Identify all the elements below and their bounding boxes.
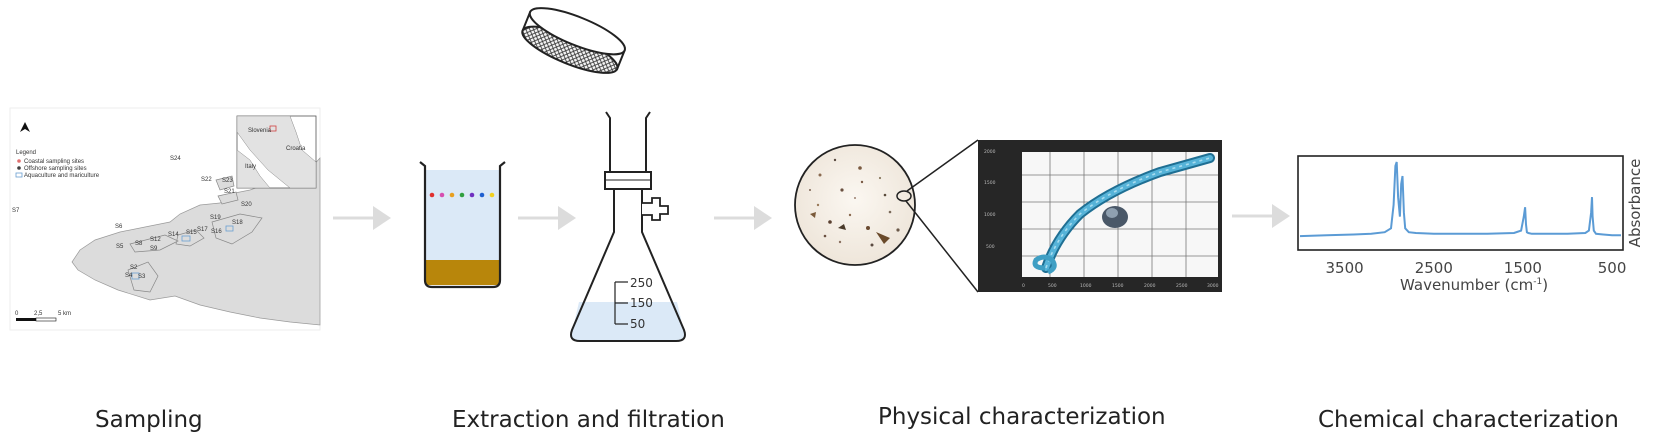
micro-x-tick: 2500 [1176,283,1188,289]
microparticle-dots [429,192,495,198]
micro-x-tick: 2000 [1144,283,1156,289]
aquaculture-area [131,272,140,280]
sediment-layer [425,260,500,285]
map-island [129,234,179,253]
micro-y-tick: 500 [986,244,995,250]
filtration-flask: 250 150 50 [570,111,686,342]
site-label: S12 [150,237,161,243]
micro-y-tick: 1500 [984,180,996,186]
micrograph-panel: 2000 1500 1000 500 0 500 1000 1500 2000 … [978,140,1222,292]
site-label: S14 [168,232,179,238]
sampling-map: Slovenia Croatia Italy Legend Coastal sa… [9,107,321,331]
site-label: S20 [241,202,252,208]
filter-paper-zoom [794,139,979,293]
site-label: S16 [211,229,222,235]
flask-graduation: 250 [630,276,653,290]
legend-item: Aquaculture and mariculture [24,173,100,179]
filter-disc [521,7,626,74]
aquaculture-area [225,225,234,232]
stage-label-chemical: Chemical characterization [1318,407,1619,433]
map-legend: Legend Coastal sampling sites Offshore s… [15,150,100,179]
site-label: S8 [135,241,143,247]
site-label: S18 [232,220,243,226]
site-label: S4 [125,273,133,279]
spectrum-line [1299,161,1621,238]
site-label: S22 [201,177,212,183]
site-label: S19 [210,215,221,221]
particle-specks [809,158,900,247]
legend-title: Legend [16,150,36,156]
map-scale-bar: 0 2,5 5 km [15,311,71,322]
flask-graduation: 50 [630,317,645,331]
scale-label: 5 km [58,311,71,317]
svg-text:Italy: Italy [245,164,256,170]
map-island [215,175,235,191]
site-label: S5 [116,244,124,250]
north-arrow-icon [20,122,30,132]
site-label: S6 [115,224,123,230]
site-label: S17 [197,227,208,233]
site-labels: S24 S22 S23 S21 S20 S19 S18 S17 S16 S15 … [12,156,252,280]
legend-item: Coastal sampling sites [24,159,84,165]
micro-x-tick: 3000 [1207,283,1219,289]
spectrum-xlabel: Wavenumber (cm-1) [1400,276,1548,294]
inset-map: Slovenia Croatia Italy [236,115,317,189]
svg-text:Croatia: Croatia [286,146,306,152]
micrograph-x-ticks: 0 500 1000 1500 2000 2500 3000 [1022,283,1219,289]
site-label: S15 [186,230,197,236]
site-label: S2 [130,265,138,271]
map-island-large [211,213,263,245]
stage-label-extraction: Extraction and filtration [452,407,725,433]
scale-label: 2,5 [34,311,43,317]
micrograph-y-ticks: 2000 1500 1000 500 [984,149,996,250]
micro-y-tick: 1000 [984,212,996,218]
map-island [127,261,159,293]
beaker [419,161,506,289]
aquaculture-area [181,235,191,242]
fiber-loop [1032,254,1057,275]
stage-label-sampling: Sampling [95,407,203,433]
micro-x-tick: 500 [1048,283,1057,289]
spectrum-x-ticks: 3500 2500 1500 500 [1326,259,1627,277]
flask-graduation: 150 [630,296,653,310]
spectrum-x-tick: 500 [1598,259,1627,277]
ftir-spectrum: 3500 2500 1500 500 Wavenumber (cm-1) Absorb… [1297,155,1644,294]
spectrum-x-tick: 2500 [1415,259,1453,277]
spectrum-x-tick: 1500 [1504,259,1542,277]
site-label: S9 [150,246,158,252]
site-label: S3 [138,274,146,280]
micro-x-tick: 1000 [1080,283,1092,289]
spectrum-ylabel: Absorbance [1626,159,1644,248]
site-label: S21 [224,189,235,195]
micro-x-tick: 0 [1022,283,1025,289]
stage-label-physical: Physical characterization [878,404,1166,430]
site-label: S23 [222,178,233,184]
map-island [217,191,239,205]
svg-text:Slovenia: Slovenia [248,128,272,134]
site-label: S24 [170,156,181,162]
micro-x-tick: 1500 [1112,283,1124,289]
scale-label: 0 [15,311,19,317]
legend-item: Offshore sampling sites [24,166,87,172]
site-label: S7 [12,208,20,214]
spectrum-x-tick: 3500 [1326,259,1364,277]
micro-y-tick: 2000 [984,149,996,155]
spectrum-frame [1297,155,1624,251]
